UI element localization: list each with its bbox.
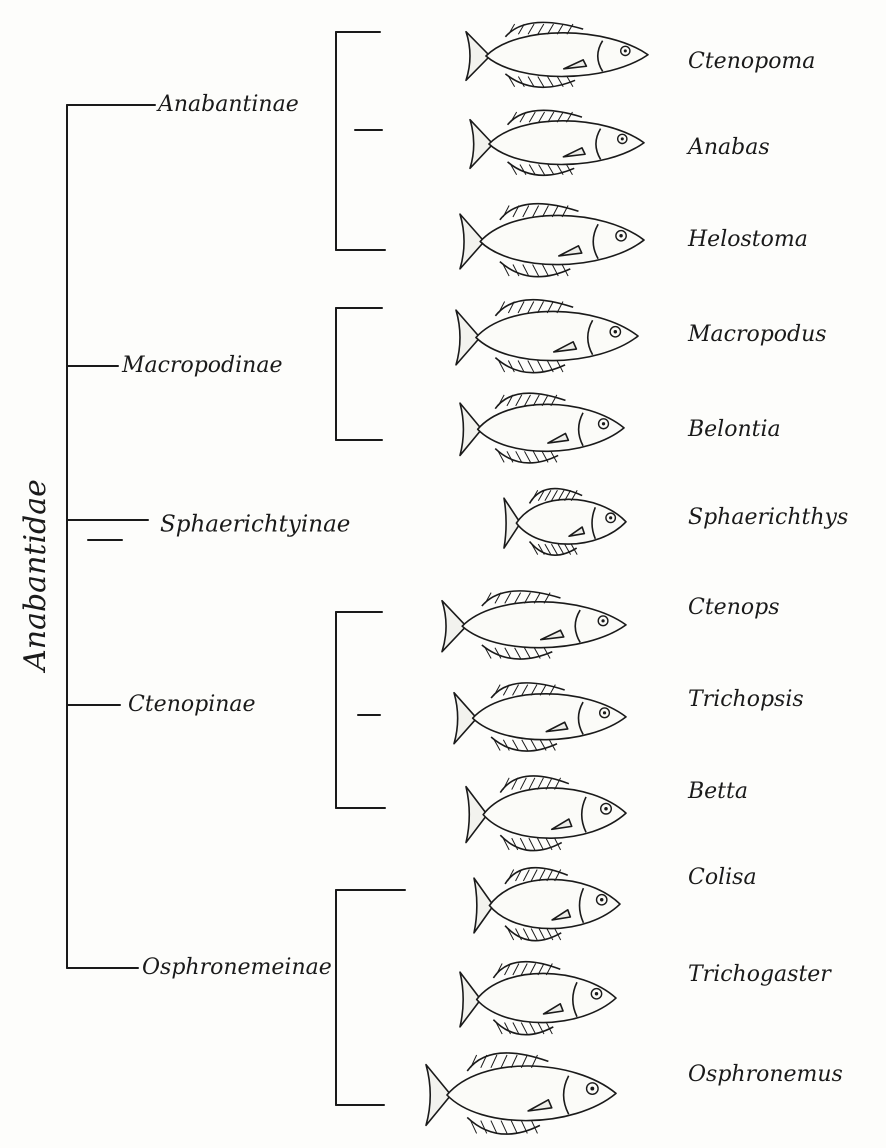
- genus-label-trichopsis: Trichopsis: [688, 689, 804, 711]
- ctenopoma-fish-icon: [462, 12, 652, 92]
- genus-label-osphronemus: Osphronemus: [688, 1064, 843, 1086]
- genus-label-betta: Betta: [688, 781, 748, 803]
- fish-drawing: [422, 1040, 620, 1140]
- genus-label-belontia: Belontia: [688, 419, 781, 441]
- anabas-fish-icon: [466, 100, 648, 180]
- fish-drawing: [438, 580, 630, 664]
- fish-drawing: [500, 478, 630, 560]
- osphronemus-fish-icon: [422, 1040, 620, 1140]
- subfamily-label-sphaerichthyinae: Sphaerichtyinae: [160, 514, 350, 537]
- fish-drawing: [466, 100, 648, 180]
- belontia-fish-icon: [456, 382, 628, 468]
- genus-label-helostoma: Helostoma: [688, 229, 808, 251]
- betta-fish-icon: [462, 764, 630, 856]
- genus-label-anabas: Anabas: [688, 137, 770, 159]
- fish-drawing: [456, 192, 648, 282]
- colisa-fish-icon: [470, 856, 624, 946]
- ctenops-fish-icon: [438, 580, 630, 664]
- subfamily-label-macropodinae: Macropodinae: [122, 355, 282, 377]
- fish-drawing: [456, 382, 628, 468]
- genus-label-colisa: Colisa: [688, 867, 757, 889]
- fish-drawing: [462, 764, 630, 856]
- genus-label-macropodus: Macropodus: [688, 324, 827, 346]
- family-label: Anabantidae: [21, 479, 51, 671]
- genus-label-trichogaster: Trichogaster: [688, 964, 831, 986]
- genus-label-ctenops: Ctenops: [688, 597, 779, 619]
- helostoma-fish-icon: [456, 192, 648, 282]
- fish-drawing: [470, 856, 624, 946]
- genus-label-ctenopoma: Ctenopoma: [688, 51, 815, 73]
- fish-drawing: [462, 12, 652, 92]
- sphaerichthys-fish-icon: [500, 478, 630, 560]
- trichopsis-fish-icon: [450, 672, 630, 756]
- fish-drawing: [452, 288, 642, 378]
- trichogaster-fish-icon: [456, 950, 620, 1040]
- fish-drawing: [450, 672, 630, 756]
- fish-drawing: [456, 950, 620, 1040]
- macropodus-fish-icon: [452, 288, 642, 378]
- genus-label-sphaerichthys: Sphaerichthys: [688, 507, 848, 529]
- subfamily-label-ctenopinae: Ctenopinae: [128, 694, 256, 716]
- subfamily-label-osphronemeinae: Osphronemeinae: [142, 957, 332, 979]
- subfamily-label-anabantinae: Anabantinae: [158, 94, 299, 116]
